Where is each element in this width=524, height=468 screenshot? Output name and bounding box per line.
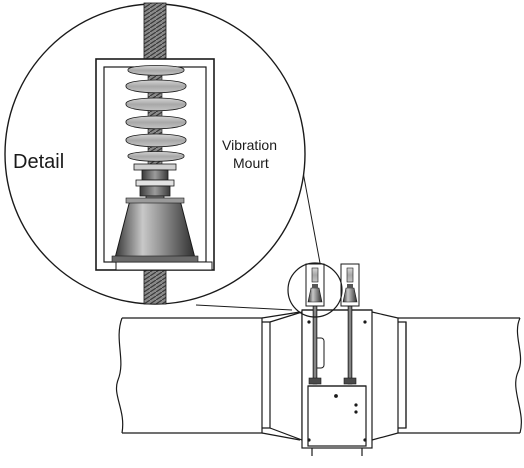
detail-label: Detail bbox=[13, 151, 64, 173]
detail-circle: Detail Vibration Mourt bbox=[4, 2, 306, 305]
vibration-mount-label-line1: Vibration bbox=[222, 137, 277, 153]
nut-stack bbox=[133, 163, 177, 201]
callout-circle bbox=[287, 262, 343, 318]
small-vibration-mount-left bbox=[305, 263, 325, 307]
small-vibration-mount-right bbox=[340, 263, 360, 307]
vibration-mount-label-line2: Mourt bbox=[233, 155, 269, 171]
coil-spring-icon bbox=[125, 65, 187, 162]
duct-assembly bbox=[116, 309, 522, 456]
